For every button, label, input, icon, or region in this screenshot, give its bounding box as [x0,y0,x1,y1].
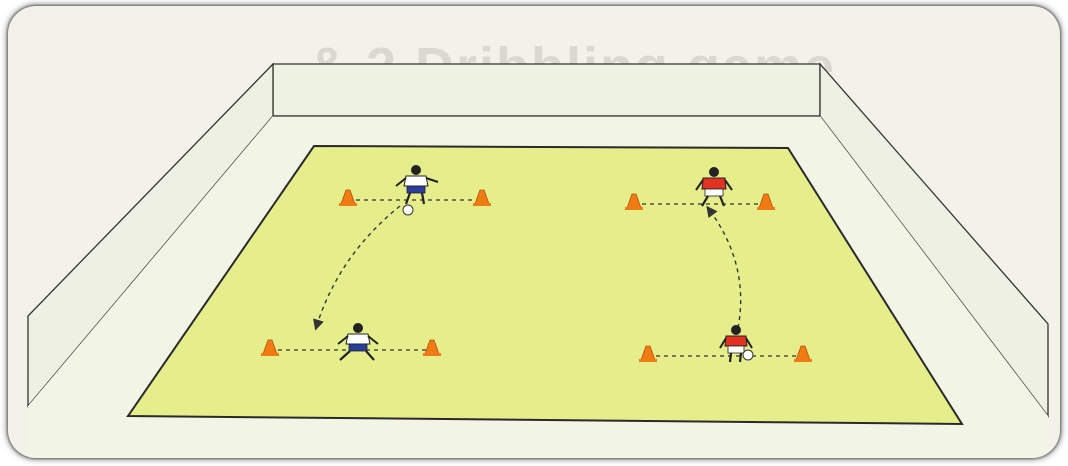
diagram-frame: & 2 Dribbling game [8,6,1060,458]
ball-icon [743,350,753,360]
training-field-diagram [8,6,1060,458]
back-wall [273,64,820,116]
ball-icon [403,205,413,215]
